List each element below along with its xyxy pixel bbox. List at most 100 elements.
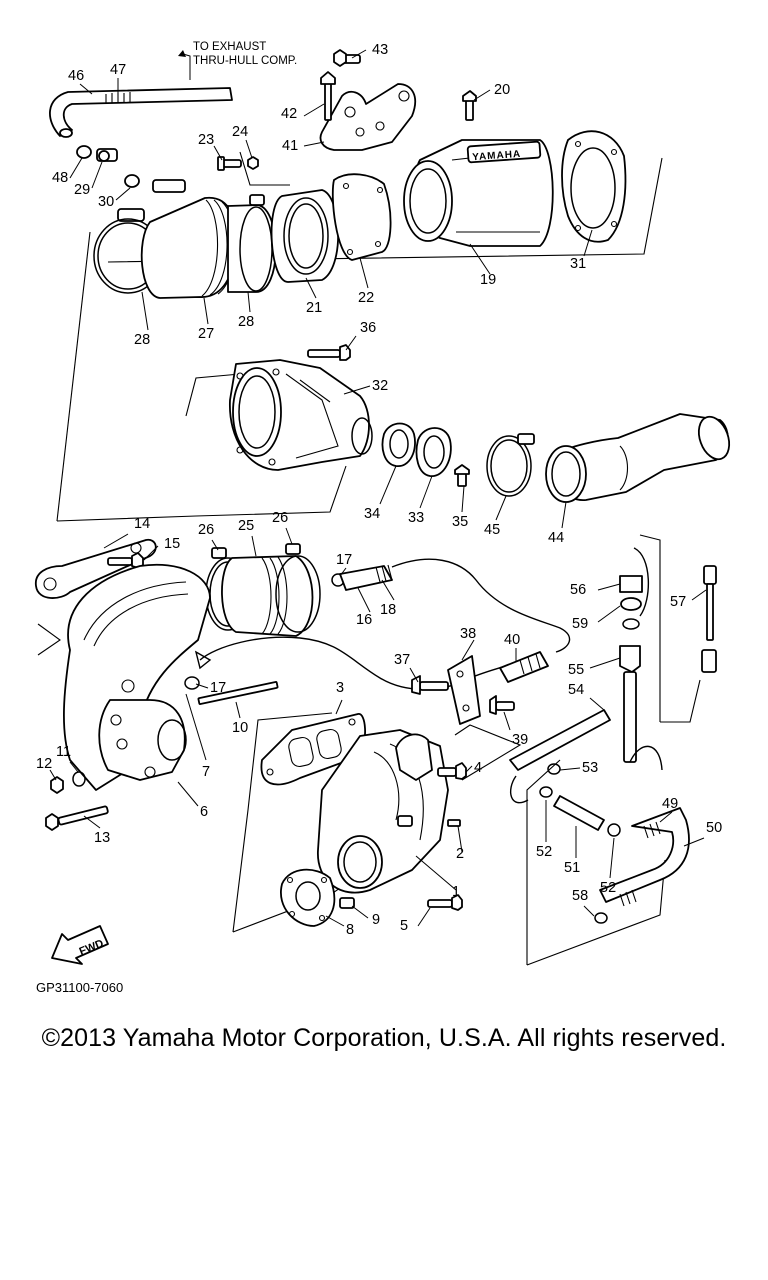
leader-line-31 bbox=[583, 229, 593, 257]
leader-line-26 bbox=[211, 539, 219, 551]
part-49-58-hose-assembly bbox=[509, 709, 690, 924]
callout-32: 32 bbox=[372, 378, 388, 394]
leader-line-25 bbox=[251, 535, 257, 557]
callout-37: 37 bbox=[394, 652, 410, 668]
callout-40: 40 bbox=[504, 632, 520, 648]
yamaha-badge-label: YAMAHA bbox=[472, 149, 522, 163]
leader-line-56 bbox=[597, 583, 621, 591]
leader-line-11 bbox=[69, 761, 79, 773]
callout-41: 41 bbox=[282, 138, 298, 154]
leader-line-54 bbox=[589, 697, 605, 711]
thru-hull-note: TO EXHAUST THRU-HULL COMP. bbox=[178, 41, 297, 80]
leader-line-2 bbox=[457, 825, 463, 853]
leader-line-27 bbox=[203, 297, 209, 325]
callout-58: 58 bbox=[572, 888, 588, 904]
leader-line-10 bbox=[235, 701, 241, 719]
callout-16: 16 bbox=[356, 612, 372, 628]
leader-line-17 bbox=[195, 683, 209, 689]
callout-21: 21 bbox=[306, 300, 322, 316]
part-6-exhaust-manifold bbox=[63, 563, 211, 791]
leader-line-28 bbox=[141, 291, 149, 331]
callout-6: 6 bbox=[200, 804, 208, 820]
callout-42: 42 bbox=[281, 106, 297, 122]
leader-line-13 bbox=[83, 815, 101, 829]
callout-50: 50 bbox=[706, 820, 722, 836]
callout-25: 25 bbox=[238, 518, 254, 534]
leader-line-4 bbox=[465, 765, 473, 773]
callout-11: 11 bbox=[56, 744, 71, 760]
leader-line-53 bbox=[559, 767, 581, 771]
exhaust-parts-diagram: TO EXHAUST THRU-HULL COMP. bbox=[35, 41, 731, 995]
leader-line-26 bbox=[285, 527, 293, 545]
callout-38: 38 bbox=[460, 626, 476, 642]
leader-line-28 bbox=[247, 291, 251, 313]
callout-28: 28 bbox=[134, 332, 150, 348]
leader-line-17 bbox=[339, 567, 347, 577]
leader-line-44 bbox=[561, 501, 567, 529]
callout-15: 15 bbox=[164, 536, 180, 552]
callout-33: 33 bbox=[408, 510, 424, 526]
callout-53: 53 bbox=[582, 760, 598, 776]
leader-line-36 bbox=[345, 335, 357, 351]
part-55-56-57-59-fittings bbox=[619, 547, 717, 771]
callout-1: 1 bbox=[452, 884, 460, 900]
leader-line-29 bbox=[91, 161, 103, 189]
callout-20: 20 bbox=[494, 82, 510, 98]
note-line-1: TO EXHAUST bbox=[193, 41, 266, 53]
callout-48: 48 bbox=[52, 170, 68, 186]
leader-line-45 bbox=[495, 495, 507, 521]
leader-line-20 bbox=[473, 89, 491, 101]
part-14-15-bracket bbox=[35, 538, 157, 599]
callout-23: 23 bbox=[198, 132, 214, 148]
callout-18: 18 bbox=[380, 602, 396, 618]
callout-24: 24 bbox=[232, 124, 248, 140]
part-21-22-flange-gasket bbox=[270, 173, 392, 283]
callout-59: 59 bbox=[572, 616, 588, 632]
leader-line-49 bbox=[659, 811, 673, 823]
callout-52: 52 bbox=[536, 844, 552, 860]
part-33-34-35-flange bbox=[381, 422, 470, 487]
leader-line-6 bbox=[177, 781, 199, 807]
part-37-38-39-40-bracket bbox=[411, 651, 549, 725]
part-48-29-30-fittings bbox=[76, 145, 186, 222]
callout-55: 55 bbox=[568, 662, 584, 678]
callout-57: 57 bbox=[670, 594, 686, 610]
leader-line-48 bbox=[69, 157, 83, 179]
fwd-direction-icon: FWD bbox=[51, 925, 109, 965]
callout-10: 10 bbox=[232, 720, 248, 736]
leader-line-21 bbox=[305, 277, 317, 299]
diagram-code: GP31100-7060 bbox=[36, 980, 123, 995]
part-1-manifold bbox=[317, 729, 467, 911]
callout-34: 34 bbox=[364, 506, 380, 522]
leader-line-38 bbox=[461, 639, 475, 661]
leader-line-59 bbox=[597, 605, 621, 623]
leader-line-32 bbox=[343, 385, 371, 395]
leader-line-24 bbox=[245, 139, 253, 159]
leader-line-46 bbox=[79, 83, 93, 95]
callout-39: 39 bbox=[512, 732, 528, 748]
callout-26: 26 bbox=[198, 522, 214, 538]
leader-line-14 bbox=[103, 533, 129, 549]
callout-29: 29 bbox=[74, 182, 90, 198]
copyright-notice: ©2013 Yamaha Motor Corporation, U.S.A. A… bbox=[41, 1024, 727, 1052]
leader-line-43 bbox=[351, 49, 367, 59]
leader-line-37 bbox=[409, 667, 419, 683]
leader-line-3 bbox=[335, 699, 343, 715]
callout-44: 44 bbox=[548, 530, 564, 546]
part-32-exhaust-chamber bbox=[229, 359, 373, 471]
leader-line-23 bbox=[213, 145, 223, 161]
callout-9: 9 bbox=[372, 912, 380, 928]
leader-line-55 bbox=[589, 657, 621, 669]
leader-lines bbox=[49, 49, 707, 927]
callout-22: 22 bbox=[358, 290, 374, 306]
part-41-42-43-bracket bbox=[319, 49, 417, 151]
leader-line-15 bbox=[143, 545, 159, 561]
callout-2: 2 bbox=[456, 846, 464, 862]
callout-17: 17 bbox=[336, 552, 352, 568]
part-36-bolt bbox=[307, 344, 351, 361]
part-19-muffler: YAMAHA bbox=[403, 139, 554, 247]
callout-4: 4 bbox=[474, 760, 482, 776]
part-8-gasket bbox=[280, 868, 336, 927]
part-11-12-13-hardware bbox=[45, 771, 109, 831]
leader-line-7 bbox=[185, 693, 207, 761]
